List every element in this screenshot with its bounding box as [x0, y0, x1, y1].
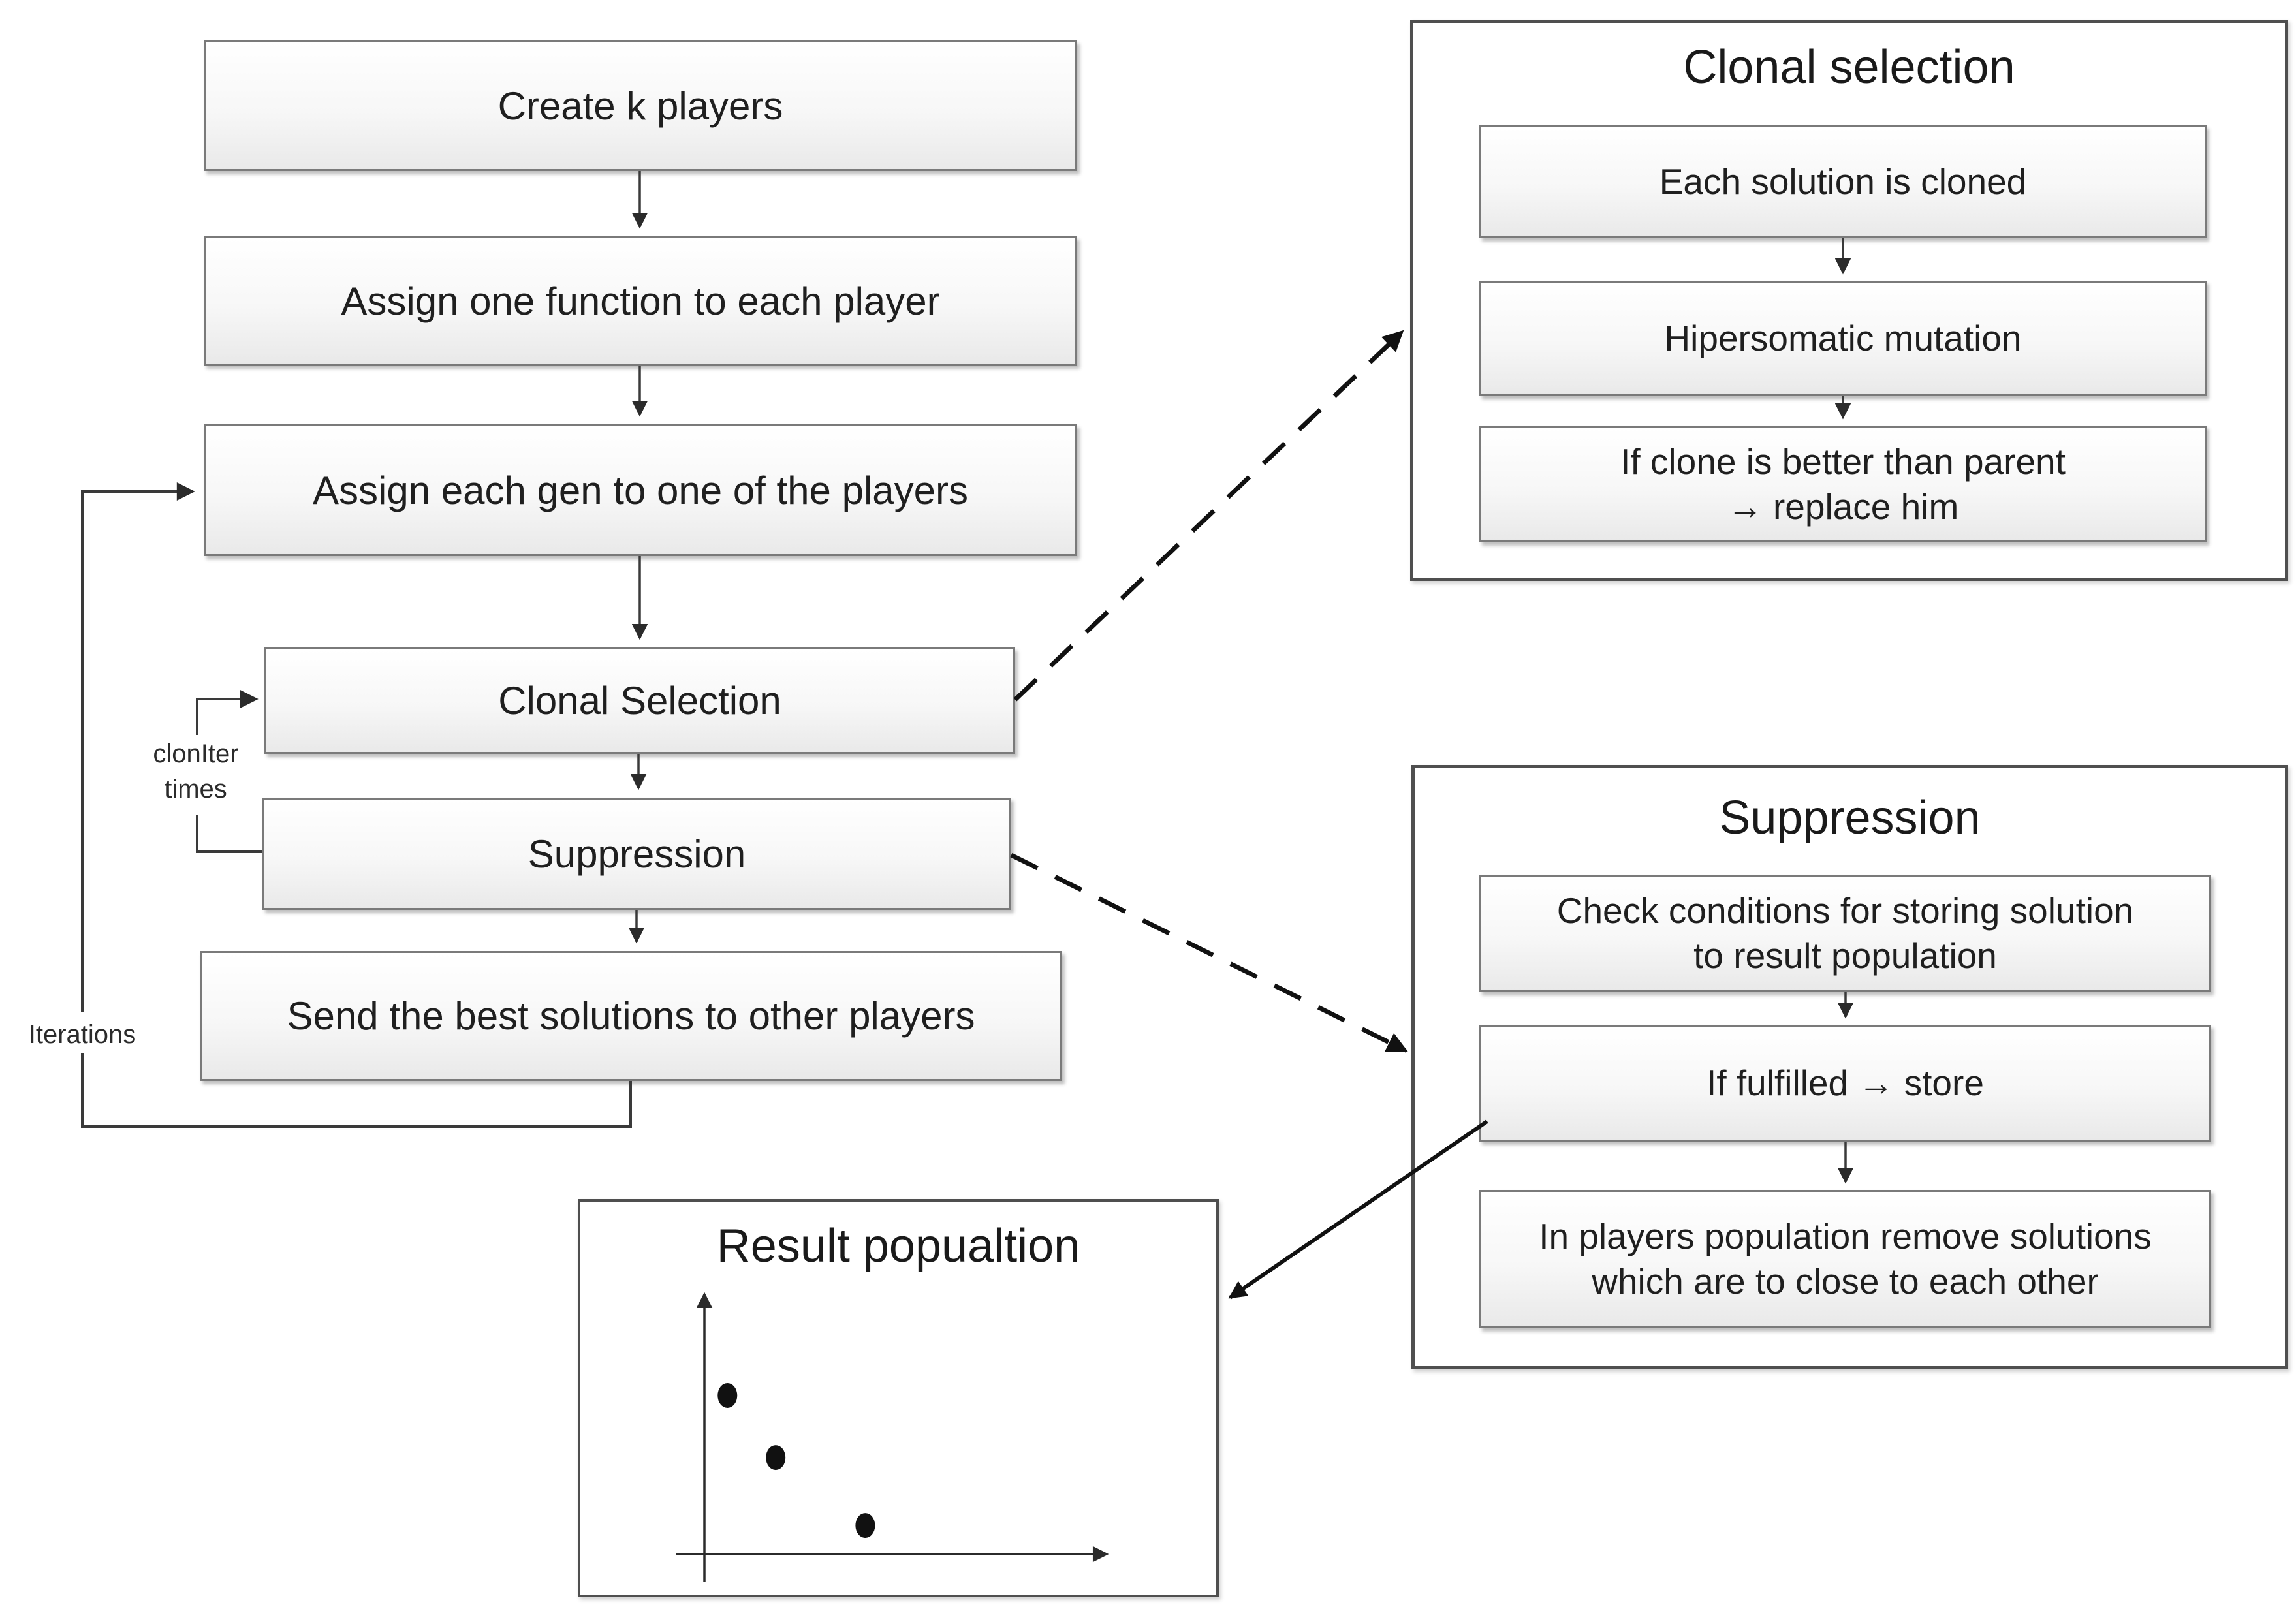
suppression-detail-title: Suppression [1719, 792, 1981, 844]
flow-box-send-best: Send the best solutions to other players [200, 951, 1062, 1081]
detail-box-if-fulfilled-store: If fulfilled → store [1479, 1025, 2211, 1142]
iterations-label: Iterations [28, 1020, 136, 1049]
detail-box-remove-close-solutions: In players population remove solutions w… [1479, 1190, 2211, 1328]
detail-line: If clone is better than parent [1620, 441, 2066, 482]
clon-iter-label: clonIter times [118, 736, 274, 807]
result-population-title: Result popualtion [716, 1220, 1080, 1272]
detail-line: Check conditions for storing solution [1556, 890, 2134, 931]
flow-box-suppression: Suppression [262, 798, 1011, 910]
flow-box-label: Create k players [497, 84, 783, 128]
detail-line: which are to close to each other [1592, 1261, 2099, 1302]
flow-box-clonal-selection: Clonal Selection [264, 647, 1015, 754]
flow-box-label: Clonal Selection [498, 679, 781, 723]
flow-box-label: Suppression [527, 832, 746, 876]
detail-box-hipersomatic-mutation: Hipersomatic mutation [1479, 281, 2207, 396]
detail-line: In players population remove solutions [1539, 1216, 2152, 1257]
detail-line: → replace him [1727, 486, 1959, 527]
clon-iter-line2: times [165, 775, 227, 804]
detail-box-check-conditions: Check conditions for storing solution to… [1479, 875, 2211, 992]
detail-line: to result population [1693, 935, 1997, 976]
flow-box-assign-gen: Assign each gen to one of the players [204, 424, 1077, 556]
detail-box-each-solution-cloned: Each solution is cloned [1479, 125, 2207, 238]
flow-box-label: Assign one function to each player [341, 279, 940, 323]
detail-box-clone-better: If clone is better than parent → replace… [1479, 426, 2207, 542]
detail-line: Hipersomatic mutation [1664, 318, 2022, 359]
detail-line: If fulfilled → store [1706, 1063, 1984, 1104]
flow-box-label: Send the best solutions to other players [287, 994, 975, 1038]
detail-line: Each solution is cloned [1659, 161, 2027, 202]
flow-box-label: Assign each gen to one of the players [312, 468, 968, 512]
flow-box-assign-function: Assign one function to each player [204, 236, 1077, 366]
clonal-selection-detail-title: Clonal selection [1683, 41, 2015, 93]
clon-iter-line1: clonIter [153, 740, 239, 768]
result-population-box [578, 1199, 1219, 1597]
flow-box-create-players: Create k players [204, 40, 1077, 171]
